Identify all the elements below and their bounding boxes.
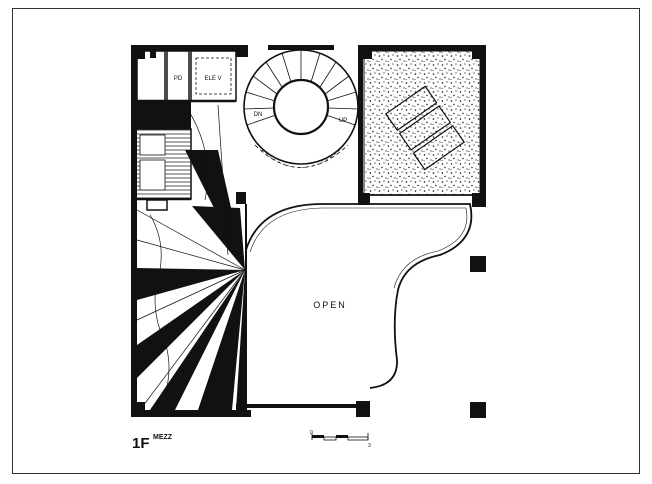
scale-bar [311,433,369,441]
stippled-room [363,50,481,196]
drawing-frame [12,8,640,474]
structural-columns [131,45,486,418]
radial-floor-pattern [137,150,245,410]
scale-start-label: 0 [310,430,313,436]
outer-walls [131,45,486,417]
floor-label-suffix: MEZZ [153,434,173,441]
stair-down-label: DN [254,112,263,118]
duct-block [150,46,156,58]
left-stair [132,101,192,211]
scale-end-label: 3 [368,443,371,449]
open-label: OPEN [313,300,347,310]
floor-label: 1F [132,435,150,452]
spiral-stair [243,49,359,168]
pd-label: PD [174,76,183,82]
elev-label: ELE V [204,76,221,82]
stair-up-label: UP [339,118,347,124]
open-area-curve [245,203,473,389]
radial-guide-lines [136,104,246,411]
